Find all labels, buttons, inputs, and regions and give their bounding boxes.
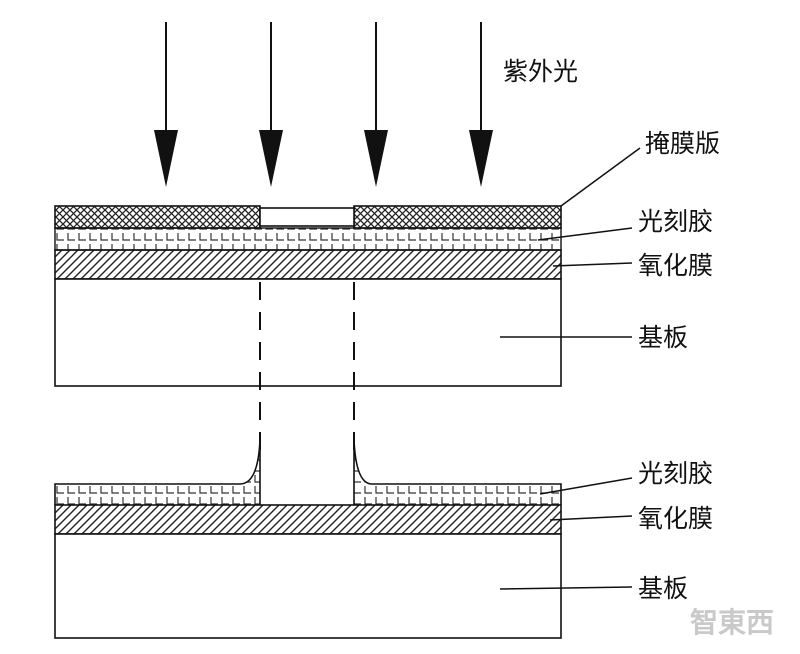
bottom-photoresist-label: 光刻胶: [638, 459, 713, 488]
bottom-photoresist-left: [55, 440, 260, 505]
uv-arrow-4: [469, 22, 493, 187]
uv-arrow-2: [259, 22, 283, 187]
bottom-stack: [54, 439, 562, 639]
uv-light-label: 紫外光: [503, 57, 578, 86]
top-substrate-label: 基板: [638, 323, 688, 352]
bottom-resist-window: [260, 484, 354, 505]
uv-arrow-3: [364, 22, 388, 187]
leader-lines: [499, 147, 641, 590]
bottom-substrate: [54, 533, 562, 639]
top-substrate: [54, 278, 562, 387]
top-photoresist-label: 光刻胶: [638, 207, 713, 236]
bottom-oxide-layer: [54, 504, 562, 535]
mask-label: 掩膜版: [645, 129, 720, 158]
top-photoresist-layer: [54, 227, 562, 251]
uv-arrow-1: [154, 22, 178, 187]
top-oxide-label: 氧化膜: [638, 251, 713, 280]
mask-plate: [54, 205, 562, 229]
bottom-oxide-label: 氧化膜: [638, 504, 713, 533]
watermark-logo: 智東西: [690, 606, 774, 639]
bottom-substrate-label: 基板: [638, 574, 688, 603]
mask-opening: [259, 207, 355, 227]
uv-arrows: [154, 22, 493, 187]
bottom-photoresist-right: [354, 440, 561, 505]
top-stack: [54, 205, 562, 387]
top-oxide-layer: [54, 249, 562, 280]
